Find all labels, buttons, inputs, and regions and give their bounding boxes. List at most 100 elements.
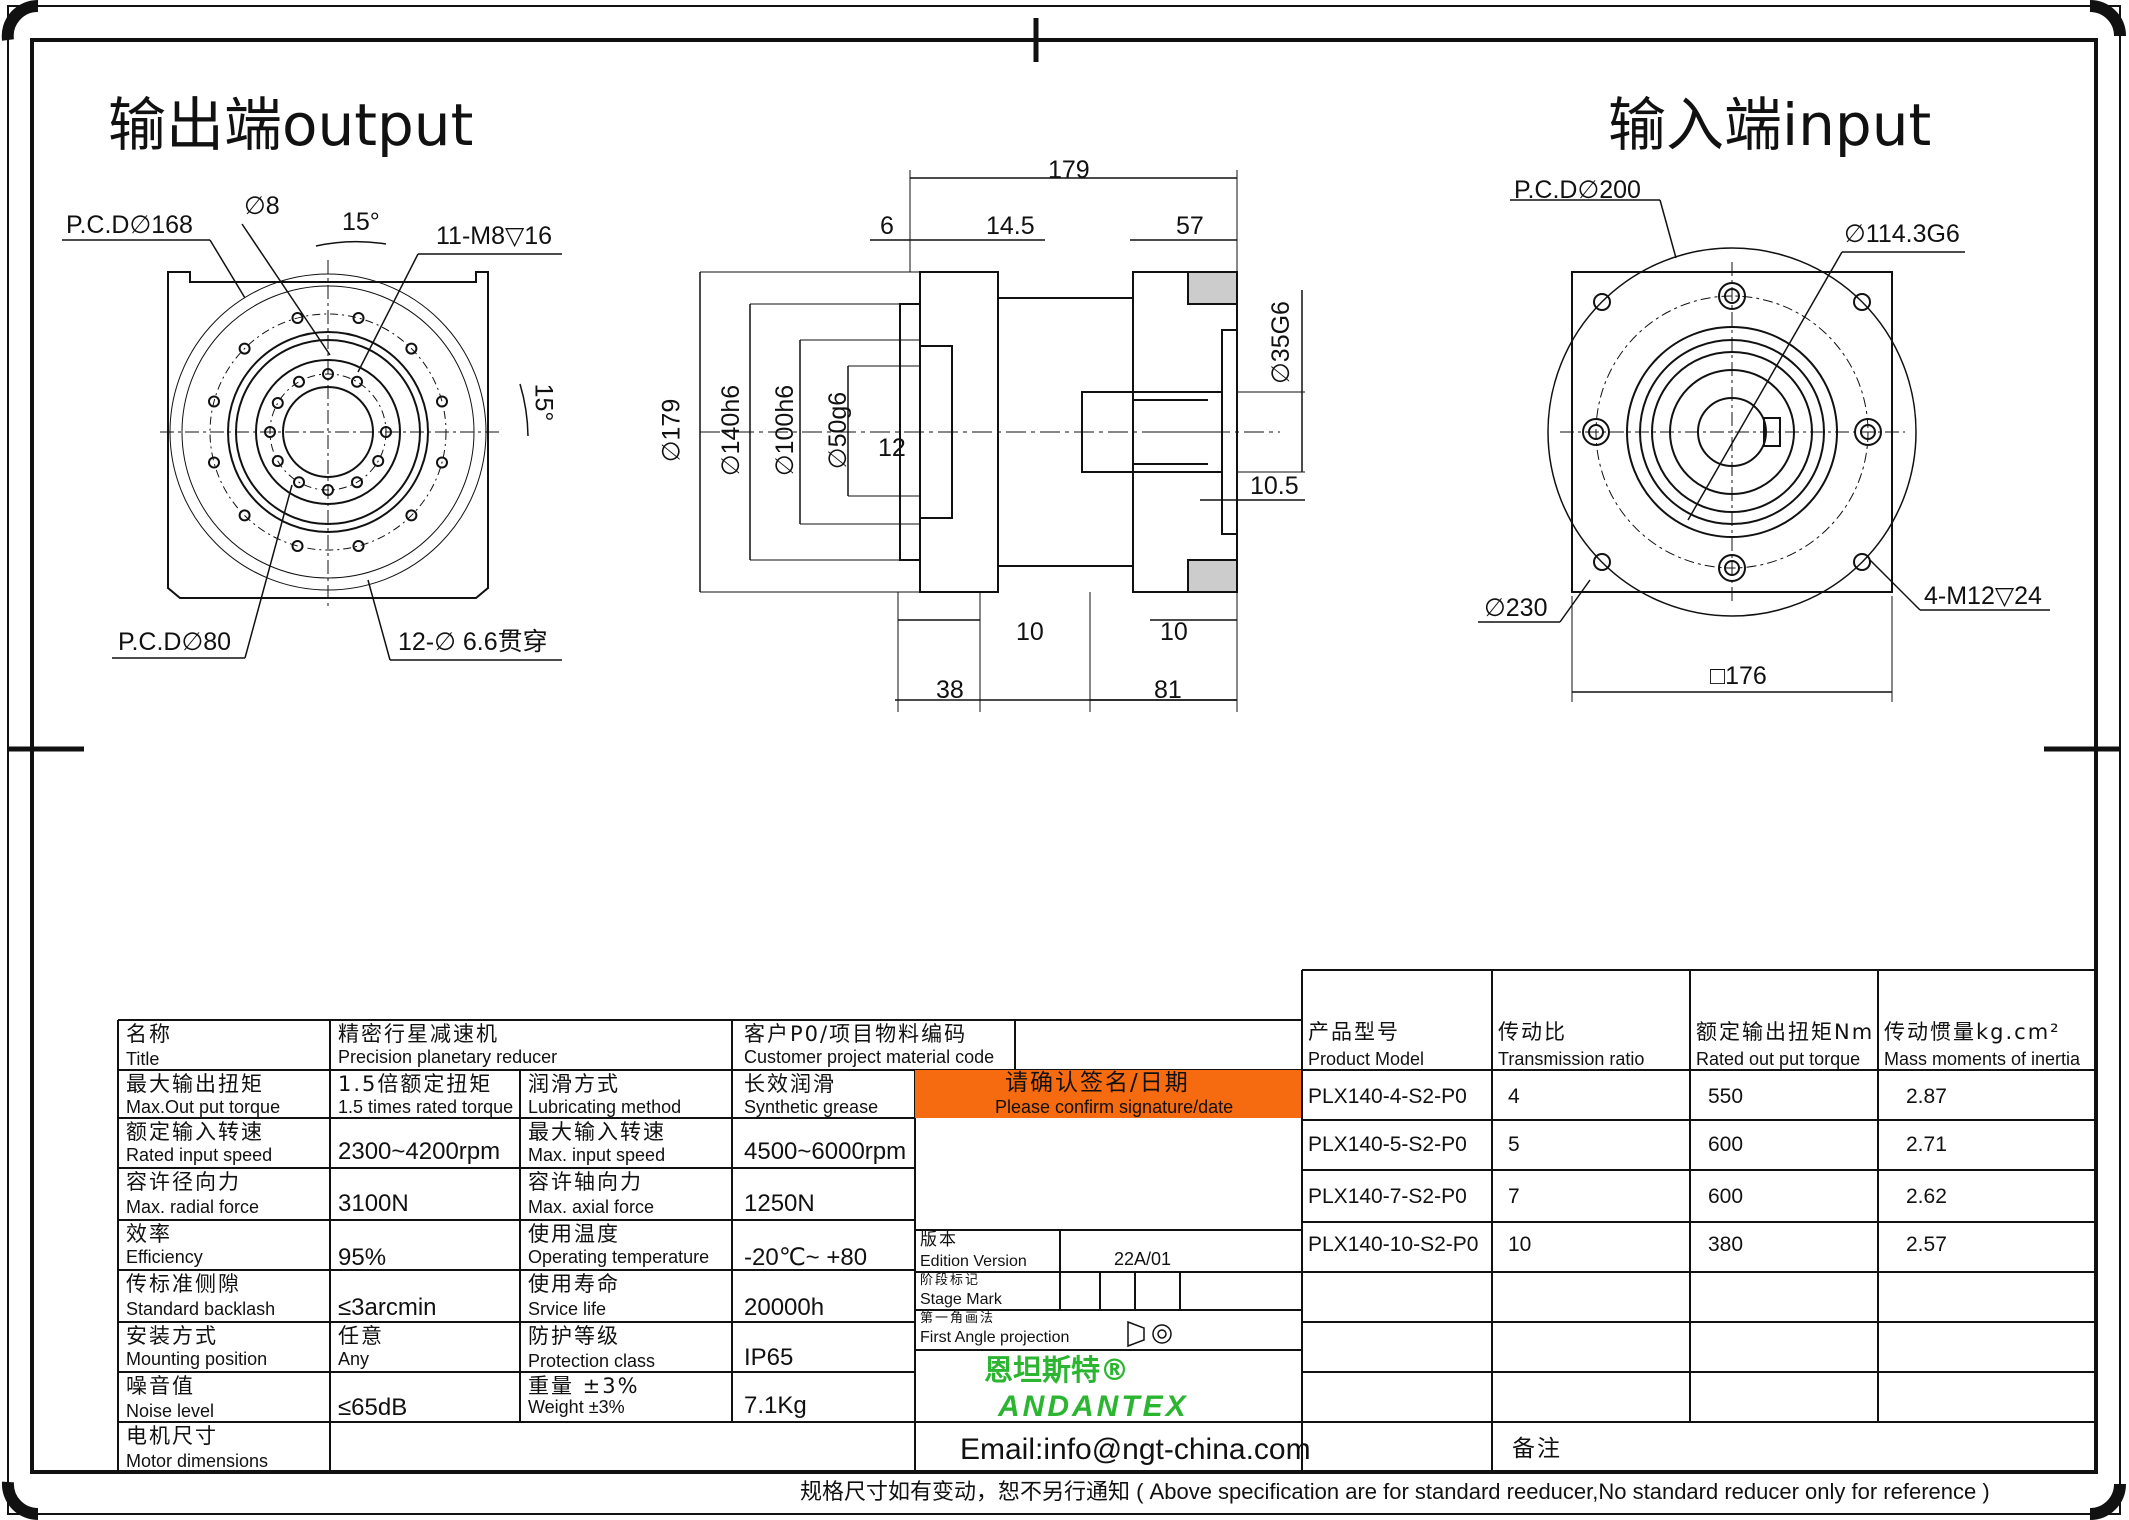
mounting-value-cn: 任意: [338, 1324, 384, 1348]
rated-speed-label-cn: 额定输入转速: [126, 1120, 264, 1144]
noise-label-en: Noise level: [126, 1401, 215, 1421]
model-table-cell: PLX140-10-S2-P0: [1308, 1233, 1479, 1256]
thread-hole: [264, 426, 276, 438]
weight-value: 7.1Kg: [744, 1392, 807, 1419]
model-table-header-cn: 产品型号: [1308, 1020, 1400, 1044]
max-speed-value: 4500~6000rpm: [744, 1138, 907, 1165]
service-life-label-cn: 使用寿命: [528, 1272, 620, 1296]
model-table-cell: 4: [1508, 1085, 1520, 1108]
model-table-header-cn: 额定输出扭矩Nm: [1696, 1020, 1875, 1044]
dim-6-label: 6: [880, 212, 894, 240]
mount-hole-outer: [1718, 282, 1746, 310]
protection-label-cn: 防护等级: [528, 1324, 620, 1348]
title-label-en: Title: [126, 1049, 160, 1069]
service-life-value: 20000h: [744, 1294, 825, 1321]
mounting-value-en: Any: [338, 1349, 370, 1369]
axial-force-label-en: Max. axial force: [528, 1197, 655, 1217]
input-thread-label: 4-M12▽24: [1924, 582, 2042, 610]
through-hole: [436, 395, 448, 408]
backlash-label-cn: 传标准侧隙: [126, 1272, 241, 1296]
dim-10-right-label: 10: [1160, 618, 1188, 646]
thread-hole: [380, 426, 392, 438]
output-view-title: 输出端output: [108, 91, 474, 159]
input-view-title: 输入端input: [1608, 91, 1932, 159]
input-square-label: □176: [1710, 662, 1767, 690]
through-hole: [208, 456, 220, 469]
max-torque-label-cn: 最大输出扭矩: [126, 1072, 264, 1096]
customer-code-en: Customer project material code: [744, 1047, 995, 1067]
thread-hole: [271, 455, 284, 467]
model-table-cell: PLX140-5-S2-P0: [1308, 1133, 1467, 1156]
rated-speed-value: 2300~4200rpm: [338, 1138, 501, 1165]
noise-label-cn: 噪音值: [126, 1374, 195, 1398]
confirm-signature-en: Please confirm signature/date: [995, 1097, 1234, 1117]
dia-50-label: ∅50g6: [824, 391, 853, 470]
thread-hole: [322, 368, 334, 380]
dim-12-label: 12: [878, 434, 906, 462]
output-pcd-outer-label: P.C.D∅168: [66, 211, 193, 239]
contact-email: Email:info@ngt-china.com: [960, 1433, 1311, 1466]
brand-name-cn: 恩坦斯特®: [984, 1353, 1130, 1387]
axial-force-value: 1250N: [744, 1190, 815, 1217]
motor-dimensions-label-en: Motor dimensions: [126, 1451, 269, 1471]
through-hole: [208, 395, 220, 408]
protection-value: IP65: [744, 1344, 794, 1371]
dim-10-5-label: 10.5: [1250, 472, 1299, 500]
overall-length-label: 179: [1048, 156, 1090, 184]
projection-label-cn: 第一角画法: [920, 1311, 996, 1326]
noise-value: ≤65dB: [338, 1394, 408, 1421]
title-value-en: Precision planetary reducer: [338, 1047, 558, 1067]
through-hole: [405, 342, 418, 355]
max-torque-value-cn: 1.5倍额定扭矩: [338, 1072, 493, 1096]
confirm-signature-cn: 请确认签名/日期: [1005, 1070, 1190, 1096]
radial-force-value: 3100N: [338, 1190, 409, 1217]
model-table-cell: 7: [1508, 1185, 1520, 1208]
mount-hole-outer: [1582, 418, 1610, 446]
projection-label-en: First Angle projection: [920, 1329, 1070, 1346]
dim-38-label: 38: [936, 676, 964, 704]
efficiency-label-en: Efficiency: [126, 1247, 203, 1267]
dim-81-label: 81: [1154, 676, 1182, 704]
backlash-label-en: Standard backlash: [126, 1299, 276, 1319]
model-table-cell: 5: [1508, 1133, 1520, 1156]
lubrication-label-en: Lubricating method: [528, 1097, 682, 1117]
radial-force-label-en: Max. radial force: [126, 1197, 260, 1217]
output-end-view: [62, 223, 562, 661]
through-hole: [436, 456, 448, 469]
model-table-cell: 2.62: [1906, 1185, 1947, 1208]
confirm-signature-box: 请确认签名/日期 Please confirm signature/date: [915, 1070, 1301, 1118]
motor-dimensions-label-cn: 电机尺寸: [126, 1424, 218, 1448]
model-table-cell: 10: [1508, 1233, 1532, 1256]
max-torque-label-en: Max.Out put torque: [126, 1097, 281, 1117]
mount-hole-inner: [1588, 424, 1604, 440]
temperature-label-en: Operating temperature: [528, 1247, 710, 1267]
radial-force-label-cn: 容许径向力: [126, 1170, 241, 1194]
weight-label-cn: 重量 ±3%: [528, 1374, 640, 1398]
temperature-value: -20℃~ +80: [744, 1244, 868, 1271]
dia-179-label: ∅179: [657, 398, 686, 463]
stage-mark-label-en: Stage Mark: [920, 1291, 1002, 1308]
through-hole: [238, 342, 251, 355]
dim-14-5-label: 14.5: [986, 212, 1035, 240]
thread-hole: [293, 476, 305, 489]
model-table-cell: 380: [1708, 1233, 1744, 1256]
model-table-cell: 550: [1708, 1085, 1744, 1108]
stage-mark-label-cn: 阶段标记: [920, 1273, 981, 1288]
title-value-cn: 精密行星减速机: [338, 1022, 499, 1046]
thread-hole: [322, 484, 334, 496]
model-table-cell: 600: [1708, 1133, 1744, 1156]
through-hole: [405, 509, 418, 522]
output-angle-right-label: 15°: [529, 383, 558, 422]
model-table-cell: 600: [1708, 1185, 1744, 1208]
thread-hole: [1853, 293, 1871, 311]
model-table-header-en: Product Model: [1308, 1049, 1425, 1069]
model-table-header-en: Mass moments of inertia: [1884, 1049, 2081, 1069]
title-label-cn: 名称: [126, 1022, 172, 1046]
output-hole-dia-label: ∅8: [244, 192, 280, 220]
rated-speed-label-en: Rated input speed: [126, 1145, 273, 1165]
model-table-header-en: Transmission ratio: [1498, 1049, 1645, 1069]
mount-hole-inner: [1860, 424, 1876, 440]
model-table-cell: 2.71: [1906, 1133, 1947, 1156]
model-table-cell: 2.87: [1906, 1085, 1947, 1108]
